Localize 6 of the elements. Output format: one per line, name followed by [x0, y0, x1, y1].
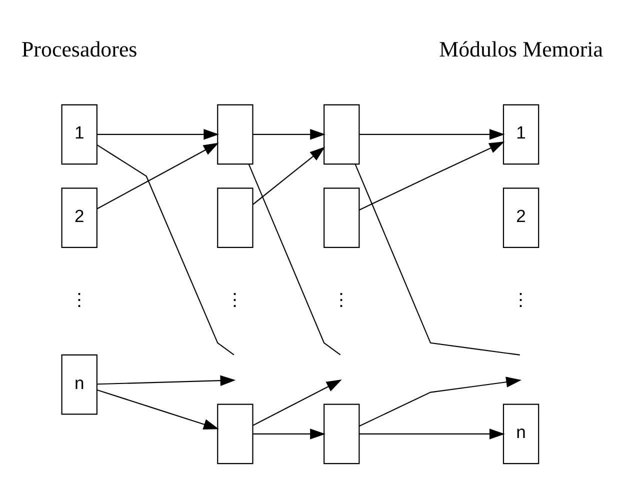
- label: ⋮: [70, 288, 88, 309]
- label: ⋮: [332, 288, 351, 309]
- label: Procesadores: [21, 36, 138, 62]
- label: ⋮: [512, 288, 530, 309]
- label: ⋮: [226, 288, 244, 309]
- label: Módulos Memoria: [439, 36, 603, 62]
